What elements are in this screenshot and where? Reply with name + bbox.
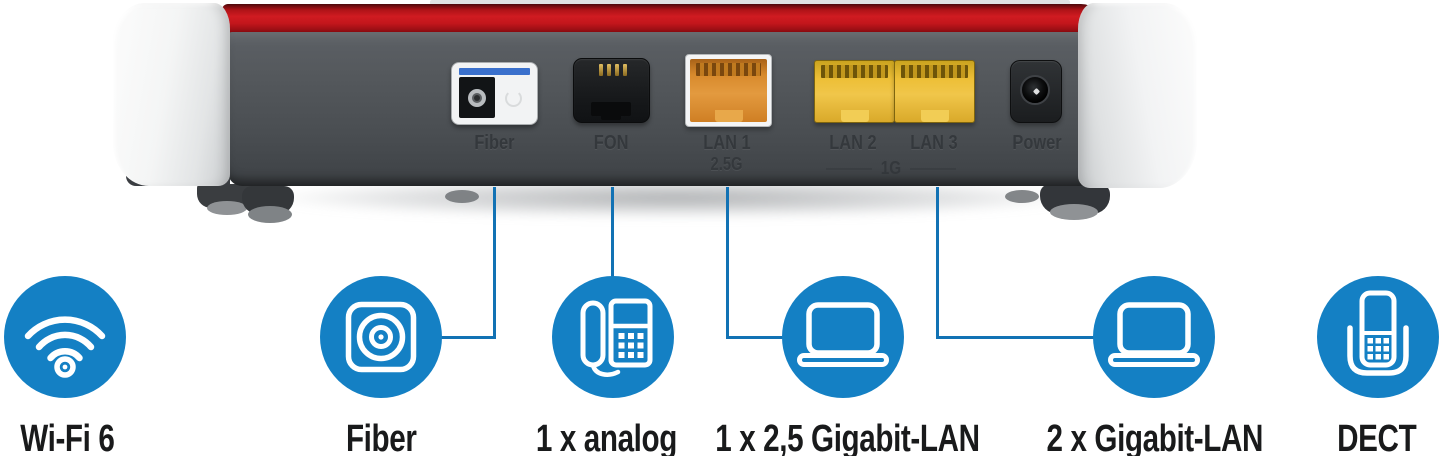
port-label-lan1: LAN 1 [703, 132, 751, 154]
lan1-port [685, 54, 772, 127]
router-foot-bump [1005, 190, 1039, 203]
lan3-port [894, 60, 975, 123]
fiber-port-blue-latch [459, 68, 530, 75]
lan2-port [814, 60, 895, 123]
laptop-icon [1108, 302, 1200, 367]
rj45-latch-slot [920, 110, 949, 122]
power-port [1010, 60, 1062, 123]
wifi-icon [24, 316, 106, 378]
rj11-pin [607, 64, 611, 76]
callout-line-fiber-horizontal [441, 336, 496, 339]
feature-label-25gbit-lan: 1 x 2,5 Gigabit-LAN [714, 418, 980, 456]
feature-circle-wifi6 [4, 276, 126, 398]
fiber-socket-icon [345, 301, 417, 373]
router-right-end-cap [1078, 3, 1197, 188]
rj45-latch-slot [840, 110, 869, 122]
rj11-slot [591, 102, 631, 116]
router-foot-tip [1050, 204, 1098, 220]
callout-line-lan1-vertical [726, 187, 729, 339]
feature-circle-gbit-lan [1093, 276, 1215, 398]
callout-line-lan1-horizontal [726, 336, 784, 339]
port-label-lan2: LAN 2 [829, 132, 877, 154]
port-label-lan1-speed: 2.5G [710, 154, 744, 174]
feature-label-analog: 1 x analog [535, 418, 677, 456]
port-label-fiber: Fiber [473, 132, 515, 154]
lan1-jack [690, 59, 767, 122]
port-label-power: Power [1012, 132, 1062, 154]
feature-circle-25gbit-lan [782, 276, 904, 398]
dect-phone-icon [1347, 290, 1409, 376]
power-center-pin [1032, 87, 1041, 96]
callout-line-lan23-vertical [936, 187, 939, 339]
fiber-port [451, 62, 538, 125]
dash-line [826, 167, 872, 170]
port-label-lan23-speed: 1G [826, 158, 957, 179]
fiber-port-connector [459, 77, 495, 118]
port-label-fon: FON [593, 132, 629, 154]
router-foot-tip [207, 201, 247, 215]
port-label-lan3: LAN 3 [910, 132, 958, 154]
fon-port [573, 58, 650, 123]
rj11-pin [615, 64, 619, 76]
rj45-contacts [821, 65, 888, 78]
fiber-port-dust-cap [505, 90, 522, 107]
callout-line-fon-vertical [611, 187, 614, 279]
dash-line [910, 167, 957, 170]
feature-circle-dect [1317, 276, 1439, 398]
feature-label-wifi6: Wi-Fi 6 [19, 418, 115, 456]
power-barrel-jack [1020, 75, 1050, 105]
rj11-pin [623, 64, 627, 76]
feature-circle-fiber [320, 276, 442, 398]
router-red-top-band [222, 4, 1103, 35]
callout-line-lan23-horizontal [936, 336, 1095, 339]
router-left-end-cap [113, 3, 230, 186]
laptop-icon [797, 302, 889, 367]
router-top-edge-highlight [430, 0, 1070, 5]
feature-label-gbit-lan: 2 x Gigabit-LAN [1046, 418, 1264, 456]
rj45-latch-slot [714, 110, 743, 122]
rj11-latch-slot [601, 114, 621, 120]
rj45-contacts [901, 65, 968, 78]
feature-label-dect: DECT [1337, 418, 1417, 456]
router-foot-tip [248, 206, 292, 223]
feature-label-fiber: Fiber [345, 418, 417, 456]
feature-circle-analog [552, 276, 674, 398]
rj11-pin [599, 64, 603, 76]
router-foot-bump [445, 190, 479, 203]
rj45-contacts [696, 63, 761, 76]
callout-line-fiber-vertical [493, 187, 496, 339]
fiber-port-lens [468, 89, 486, 107]
desk-phone-icon [580, 298, 653, 377]
